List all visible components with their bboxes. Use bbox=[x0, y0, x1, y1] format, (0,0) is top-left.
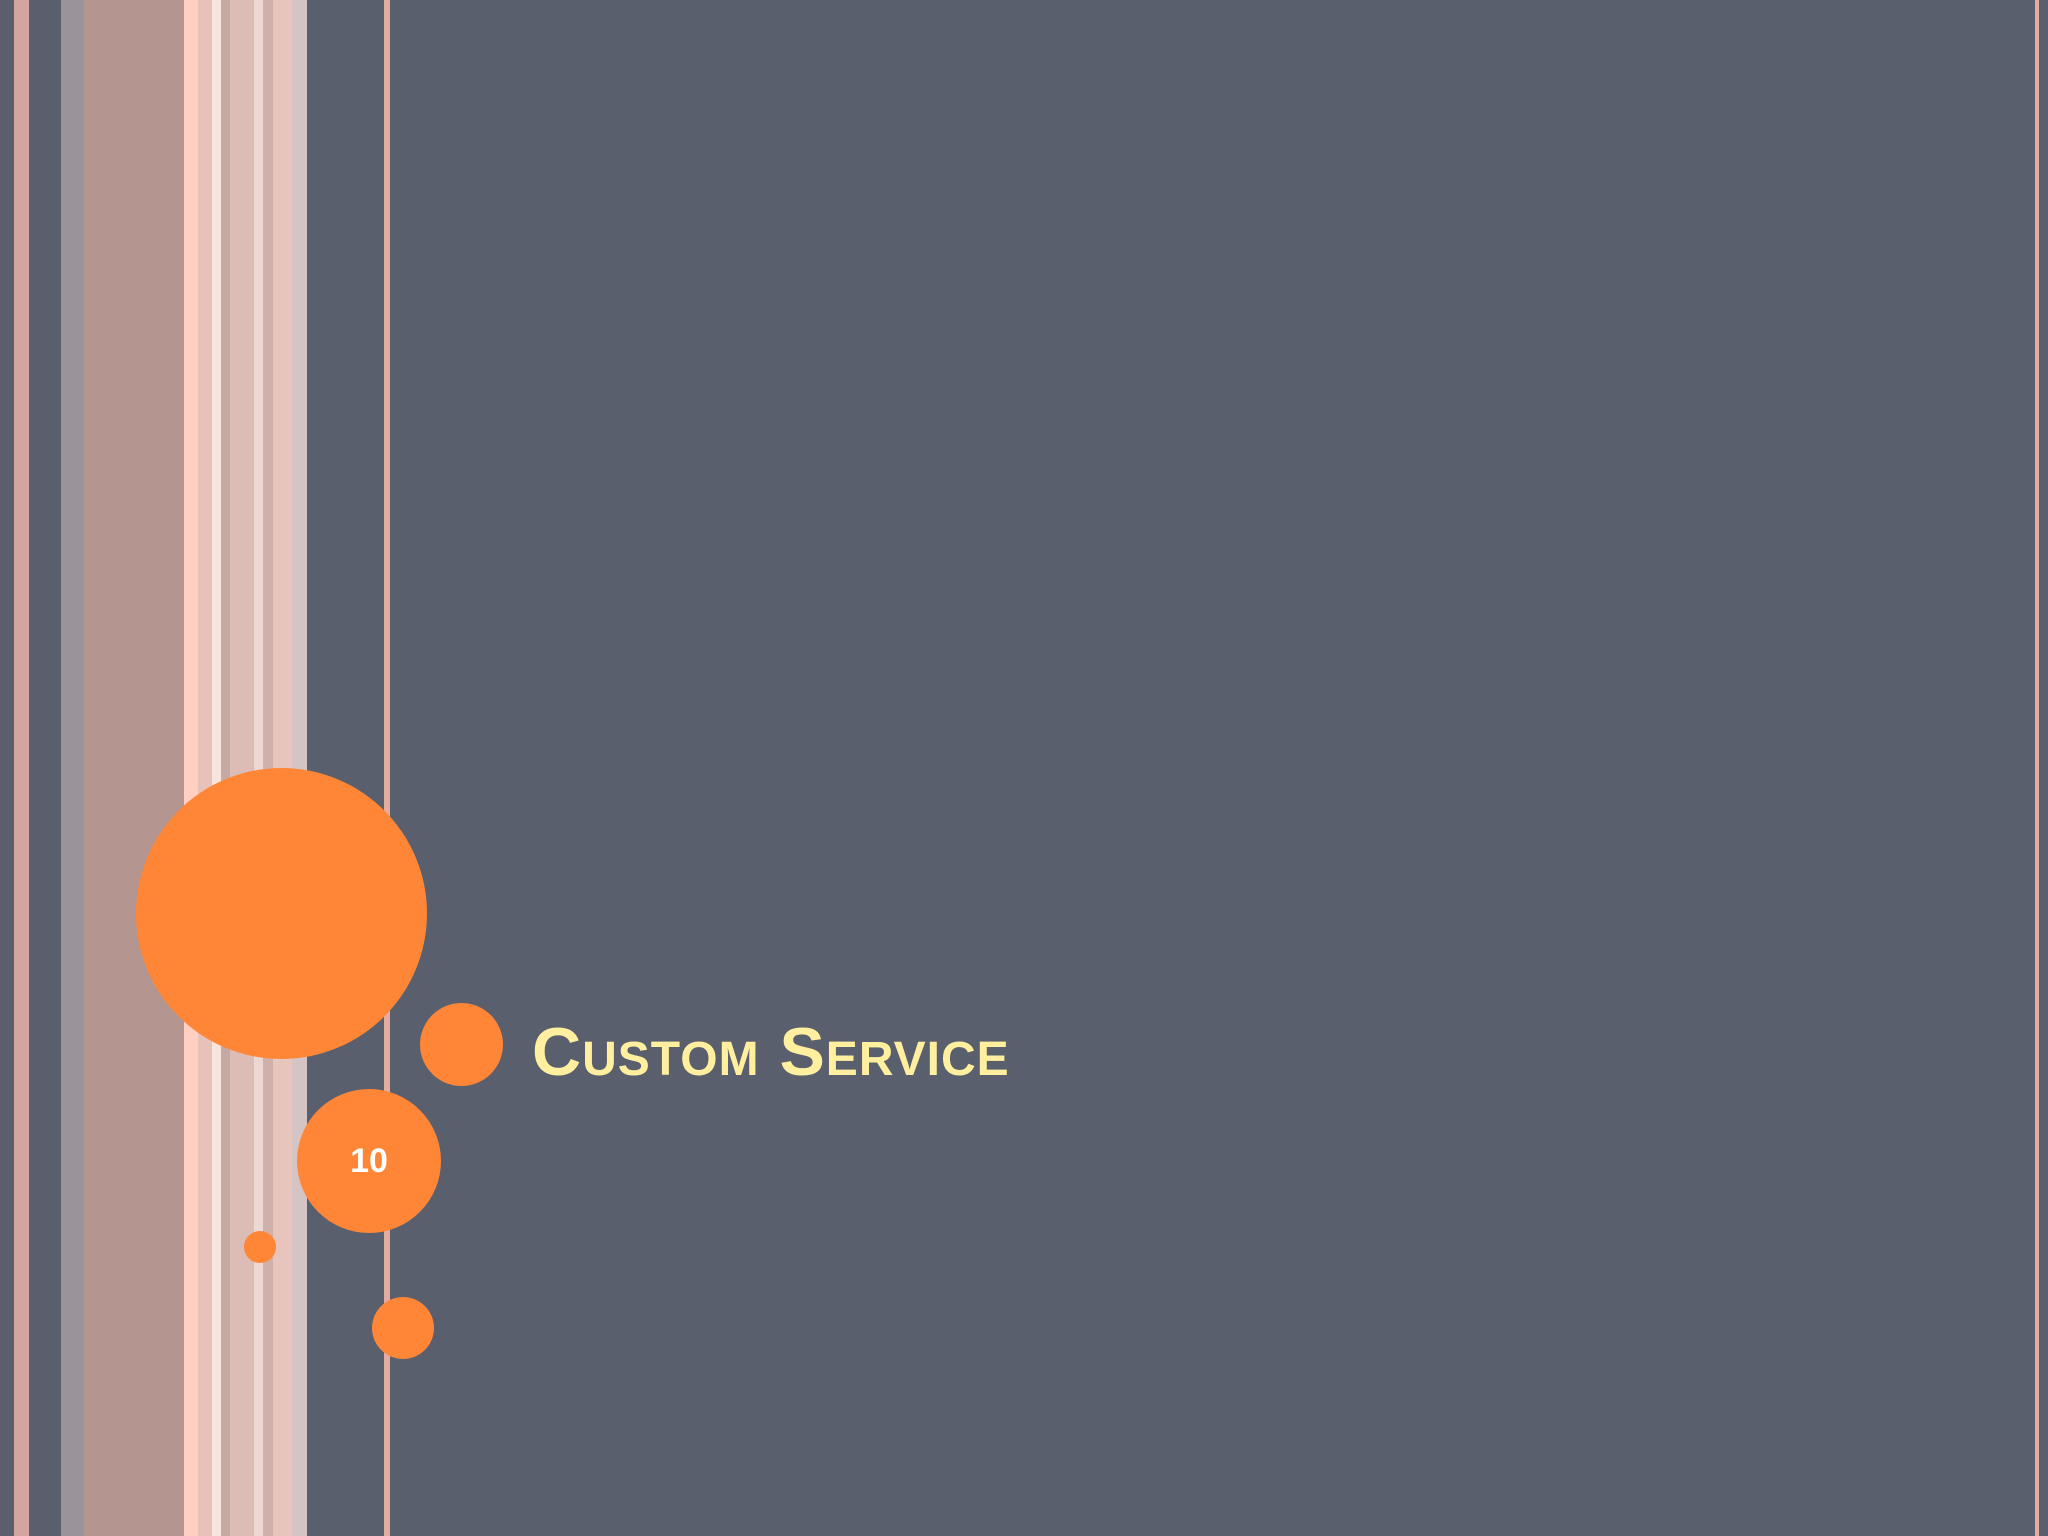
stripe bbox=[61, 0, 84, 1536]
stripe bbox=[221, 0, 230, 1536]
slide-title: Custom Service bbox=[532, 1014, 1010, 1090]
stripe bbox=[254, 0, 263, 1536]
stripe bbox=[2035, 0, 2039, 1536]
stripe bbox=[84, 0, 184, 1536]
stripe bbox=[384, 0, 390, 1536]
slide-number: 10 bbox=[350, 1142, 388, 1180]
stripe bbox=[198, 0, 212, 1536]
stripe bbox=[14, 0, 29, 1536]
stripe bbox=[212, 0, 221, 1536]
medium-decorative-circle bbox=[372, 1297, 434, 1359]
stripe bbox=[230, 0, 254, 1536]
large-decorative-circle bbox=[136, 768, 427, 1059]
stripe bbox=[184, 0, 198, 1536]
page-number-circle bbox=[297, 1089, 441, 1233]
small-decorative-circle bbox=[244, 1231, 276, 1263]
title-bullet-circle bbox=[420, 1003, 503, 1086]
